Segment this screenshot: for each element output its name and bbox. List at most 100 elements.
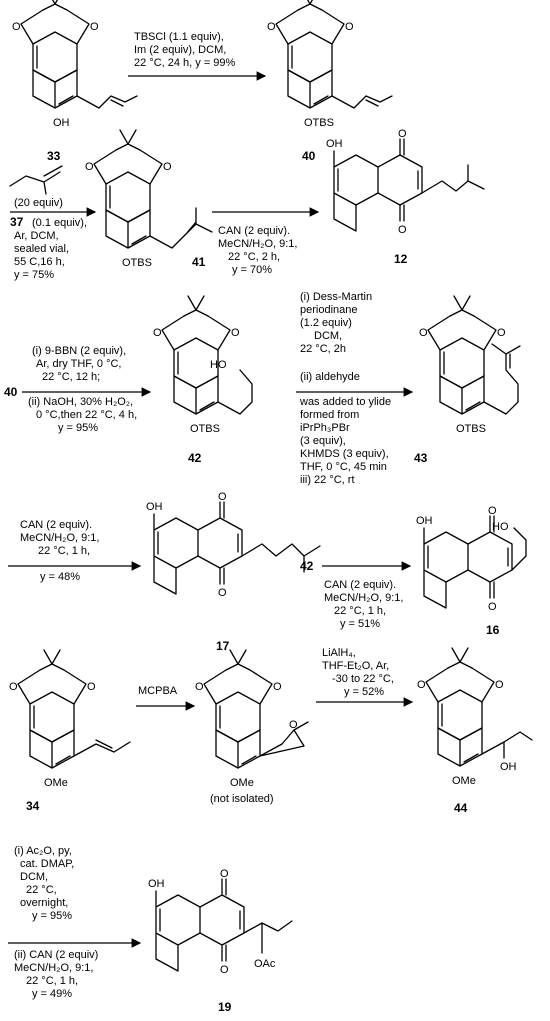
svg-text:(1.2 equiv): (1.2 equiv) (300, 317, 352, 329)
compound-label: 44 (454, 801, 468, 815)
conditions-step4: (i) 9-BBN (2 equiv), Ar, dry THF, 0 °C, … (28, 345, 137, 434)
compound-37-alkene (9, 165, 63, 195)
svg-text:y = 75%: y = 75% (14, 269, 54, 281)
svg-text:O: O (153, 327, 162, 339)
svg-text:O: O (417, 679, 426, 691)
oh-label: OH (326, 138, 343, 150)
svg-text:MeCN/H₂O, 9:1,: MeCN/H₂O, 9:1, (218, 238, 297, 250)
compound-16: OH HO O O 16 (416, 505, 527, 637)
compound-34: OMe 34 O O (9, 649, 131, 813)
compound-label: 43 (414, 451, 428, 465)
oh-label: OH (500, 761, 517, 773)
svg-text:O: O (218, 491, 227, 503)
svg-text:(0.1 equiv),: (0.1 equiv), (32, 217, 87, 229)
svg-text:y = 51%: y = 51% (340, 618, 380, 630)
svg-text:overnight,: overnight, (20, 897, 68, 909)
svg-text:(i) 9-BBN (2 equiv),: (i) 9-BBN (2 equiv), (32, 345, 126, 357)
svg-text:THF-Et₂O, Ar,: THF-Et₂O, Ar, (322, 660, 389, 672)
svg-text:(i) Dess-Martin: (i) Dess-Martin (300, 291, 372, 303)
svg-text:O: O (267, 21, 276, 33)
compound-19: OH OAc O O 19 (148, 868, 293, 1014)
svg-text:Ar, dry THF, 0 °C,: Ar, dry THF, 0 °C, (36, 358, 122, 370)
label-37: 37 (10, 215, 24, 229)
svg-text:O: O (345, 21, 354, 33)
conditions-step6: CAN (2 equiv). MeCN/H₂O, 9:1, 22 °C, 1 h… (20, 519, 99, 583)
oh-label: OH (146, 501, 163, 513)
start-ref-42: 42 (300, 559, 314, 573)
svg-text:LiAlH₄,: LiAlH₄, (322, 647, 356, 659)
compound-label: 42 (188, 451, 202, 465)
svg-text:MeCN/H₂O, 9:1,: MeCN/H₂O, 9:1, (324, 592, 403, 604)
conditions-step5: (i) Dess-Martin periodinane (1.2 equiv) … (299, 291, 391, 486)
svg-text:0 °C,then 22 °C, 4 h,: 0 °C,then 22 °C, 4 h, (36, 409, 137, 421)
ome-label: OMe (44, 777, 68, 789)
equiv-37: (20 equiv) (14, 197, 63, 209)
epoxide-intermediate: O OMe (not isolated) O O (195, 649, 309, 805)
conditions-step10: (i) Ac₂O, py, cat. DMAP, DCM, 22 °C, ove… (14, 845, 98, 1000)
svg-text:O: O (9, 681, 18, 693)
svg-text:O: O (85, 161, 94, 173)
epoxide-o: O (289, 719, 298, 731)
svg-text:O: O (220, 964, 229, 976)
svg-text:y = 52%: y = 52% (344, 686, 384, 698)
svg-text:O: O (488, 505, 497, 517)
svg-text:O: O (218, 587, 227, 599)
svg-text:CAN (2 equiv).: CAN (2 equiv). (20, 519, 92, 531)
ome-label: OMe (452, 775, 476, 787)
svg-text:55 C,16 h,: 55 C,16 h, (14, 256, 65, 268)
svg-text:O: O (231, 327, 240, 339)
ho-label: HO (492, 521, 509, 533)
start-ref-40: 40 (4, 385, 18, 399)
svg-text:22 °C, 12 h;: 22 °C, 12 h; (42, 371, 100, 383)
conditions-step2: (0.1 equiv), Ar, DCM, sealed vial, 55 C,… (14, 217, 87, 281)
svg-text:sealed vial,: sealed vial, (14, 243, 69, 255)
svg-text:MeCN/H₂O, 9:1,: MeCN/H₂O, 9:1, (20, 532, 99, 544)
conditions-step3: CAN (2 equiv). MeCN/H₂O, 9:1, 22 °C, 2 h… (218, 225, 297, 276)
svg-text:formed from: formed from (300, 409, 359, 421)
oh-label: OH (148, 878, 165, 890)
svg-text:O: O (163, 161, 172, 173)
svg-text:y = 49%: y = 49% (32, 988, 72, 1000)
compound-label: 33 (47, 149, 61, 163)
compound-label: 19 (218, 1000, 232, 1014)
svg-text:iii) 22 °C, rt: iii) 22 °C, rt (300, 474, 355, 486)
compound-44: OMe OH 44 O O (417, 647, 533, 815)
svg-text:O: O (87, 681, 96, 693)
svg-text:iPrPh₃PBr: iPrPh₃PBr (300, 422, 350, 434)
svg-text:DCM,: DCM, (20, 871, 48, 883)
compound-33: OH 33 O O (12, 0, 138, 163)
conditions-step8: MCPBA (138, 685, 178, 697)
not-isolated-note: (not isolated) (210, 793, 274, 805)
compound-41: OTBS 41 O O (85, 129, 213, 269)
compound-label: 40 (302, 149, 316, 163)
svg-text:O: O (495, 679, 504, 691)
svg-text:(3 equiv),: (3 equiv), (300, 435, 346, 447)
svg-text:(ii) aldehyde: (ii) aldehyde (300, 371, 360, 383)
ring-o-right: O (90, 21, 99, 33)
svg-text:22 °C, 1 h,: 22 °C, 1 h, (334, 605, 386, 617)
svg-text:-30 to 22 °C,: -30 to 22 °C, (332, 673, 394, 685)
svg-text:O: O (195, 681, 204, 693)
svg-text:MeCN/H₂O, 9:1,: MeCN/H₂O, 9:1, (14, 962, 93, 974)
svg-text:O: O (398, 224, 407, 236)
compound-40: OTBS 40 O O (267, 0, 393, 163)
oh-label: OH (53, 117, 70, 129)
svg-text:22 °C, 1 h,: 22 °C, 1 h, (38, 545, 90, 557)
svg-text:O: O (398, 128, 407, 140)
otbs-label: OTBS (304, 117, 334, 129)
svg-text:O: O (488, 601, 497, 613)
svg-text:Im (2 equiv), DCM,: Im (2 equiv), DCM, (134, 44, 226, 56)
svg-text:y = 95%: y = 95% (58, 422, 98, 434)
svg-text:was added to ylide: was added to ylide (299, 396, 391, 408)
svg-text:Ar, DCM,: Ar, DCM, (14, 230, 59, 242)
svg-text:(ii) NaOH, 30% H₂O₂,: (ii) NaOH, 30% H₂O₂, (28, 396, 133, 408)
conditions-step7: CAN (2 equiv). MeCN/H₂O, 9:1, 22 °C, 1 h… (324, 579, 403, 630)
svg-text:22 °C, 2h: 22 °C, 2h (300, 343, 346, 355)
svg-text:cat. DMAP,: cat. DMAP, (20, 858, 74, 870)
compound-43: OTBS 43 O O (414, 295, 521, 465)
svg-text:CAN (2 equiv).: CAN (2 equiv). (218, 225, 290, 237)
svg-text:DCM,: DCM, (314, 330, 342, 342)
compound-12: OH O O 12 (326, 128, 485, 266)
compound-label: 16 (486, 623, 500, 637)
svg-text:O: O (220, 868, 229, 880)
